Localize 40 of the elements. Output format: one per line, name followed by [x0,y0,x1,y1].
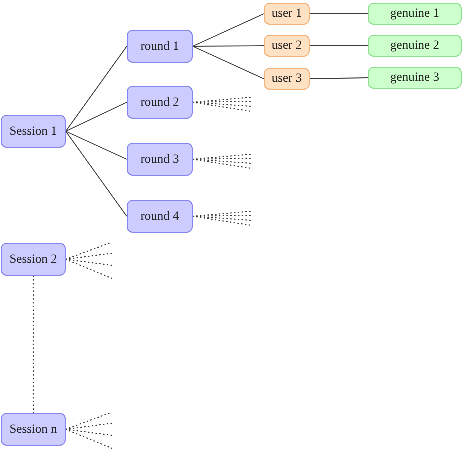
dotted-line [192,102,252,112]
node-box [127,30,193,63]
connector-line [66,131,128,160]
node-box [1,243,66,276]
node-box [368,3,462,25]
connector-line [66,131,128,217]
dotted-line [192,216,252,226]
node-label: round 2 [140,96,180,110]
connector-line [192,14,264,47]
node-label: round 3 [140,152,180,166]
node-box [264,3,310,25]
node-box [1,413,66,446]
node-label: user 2 [272,39,302,53]
node-label: Session n [10,422,58,436]
node-label: genuine 2 [390,39,440,53]
node-label: user 1 [272,7,302,21]
node-box [1,115,66,148]
node-box [368,67,462,89]
node-label: Session 2 [10,252,58,266]
connector-line [310,78,368,80]
node-box [127,86,193,119]
dotted-line [192,158,252,170]
node-label: round 1 [140,40,180,54]
node-box [127,143,193,176]
node-label: genuine 3 [390,71,440,85]
node-box [264,68,310,90]
node-label: genuine 1 [390,7,440,21]
node-label: user 3 [272,72,302,86]
node-label: round 4 [140,210,180,224]
dotted-line [32,275,34,414]
connector-line [192,46,264,47]
node-box [264,35,310,57]
dotted-line [65,258,113,280]
connector-line [66,102,128,132]
node-box [127,200,193,233]
node-box [368,35,462,57]
node-label: Session 1 [10,124,58,138]
dotted-line [65,428,113,450]
connector-line [66,46,128,132]
connector-line [192,46,264,80]
